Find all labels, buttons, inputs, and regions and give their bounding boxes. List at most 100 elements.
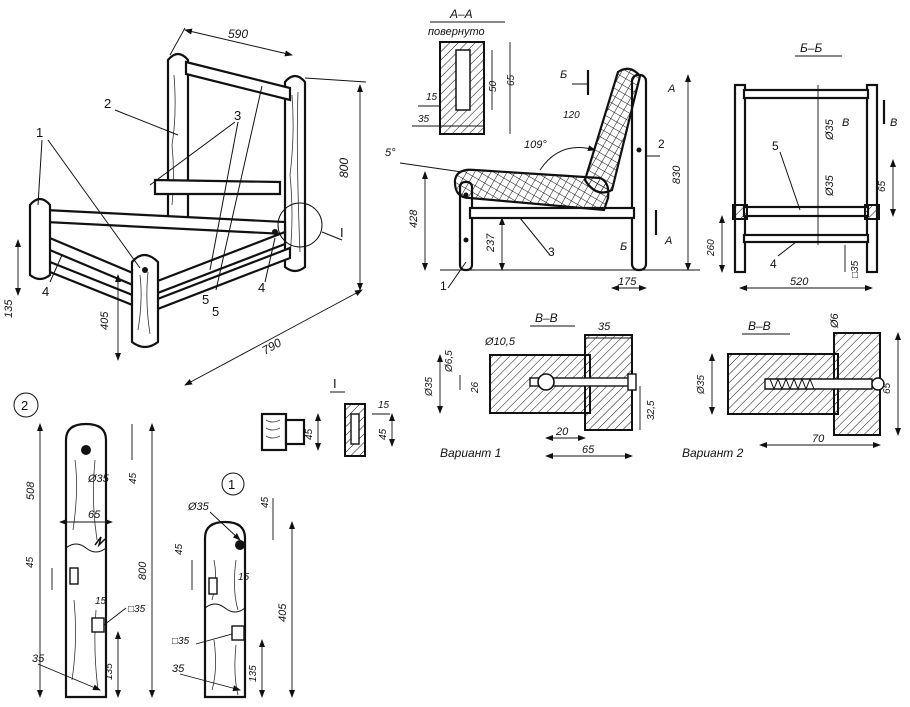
aa-dim-50: 50 (488, 80, 499, 92)
detail-i-circle (277, 202, 323, 248)
bb-dim-260: 260 (706, 239, 717, 257)
callout-5-front: 5 (202, 292, 209, 307)
v1-dim-d35: Ø35 (424, 377, 435, 397)
callout-5-lower: 5 (212, 304, 219, 319)
p2-dim-15: 15 (95, 596, 107, 607)
v1-dim-32-5: 32,5 (646, 400, 657, 420)
callout-2: 2 (104, 96, 111, 111)
side-view: Б Б A A 2 3 1 120 109° 5° 428 237 830 17… (385, 67, 700, 293)
v1-dim-35: 35 (598, 321, 611, 333)
detail-i-dim-15: 15 (378, 400, 390, 411)
part-1-mark: 1 (228, 477, 235, 492)
variant-1: В–В Ø10,5 35 Ø35 Ø6,5 26 32,5 20 65 Вари… (424, 311, 657, 460)
aa-dim-15: 15 (426, 92, 438, 103)
section-bb: Б–Б Ø35 Ø35 5 4 В В 65 260 □35 520 (706, 41, 897, 291)
side-part-3: 3 (548, 245, 555, 259)
side-dim-109deg: 109° (524, 139, 547, 151)
v1-dim-d6-5: Ø6,5 (444, 350, 455, 373)
side-dim-175: 175 (618, 276, 637, 288)
part-2-mark-circle (13, 392, 39, 418)
p1-dim-45: 45 (260, 496, 271, 508)
aa-dim-35: 35 (418, 114, 430, 125)
detail-i: 45 I 15 45 (260, 376, 395, 457)
dim-405: 405 (99, 311, 111, 330)
section-aa-subtitle: повернуто (428, 26, 485, 38)
p2-dim-sq35: □35 (128, 604, 146, 615)
callout-3: 3 (234, 108, 241, 123)
bb-top-rail (742, 88, 870, 100)
front-post-left (28, 197, 52, 281)
section-aa-title: A–A (449, 7, 473, 21)
isometric-view: I 1 2 3 4 5 4 5 590 800 790 405 135 (3, 27, 367, 386)
p2-dim-135: 135 (104, 663, 115, 680)
side-part-2: 2 (658, 137, 665, 151)
back-cushion (583, 67, 642, 194)
v1-caption: Вариант 1 (440, 446, 501, 460)
top-rail (184, 60, 292, 102)
back-post-right (283, 74, 307, 273)
v2-dim-70: 70 (812, 433, 825, 445)
section-bb-title: Б–Б (800, 41, 822, 55)
bb-label-v: В (842, 117, 849, 129)
back-rail (153, 178, 282, 196)
side-dim-830: 830 (671, 165, 683, 184)
callout-4-left: 4 (42, 284, 49, 299)
dim-590: 590 (228, 27, 248, 41)
v1-dim-65: 65 (582, 444, 595, 456)
p2-dim-45: 45 (128, 472, 139, 484)
part-1-drawing: 1 Ø35 45 45 15 405 □35 35 135 (172, 472, 295, 699)
detail-i-dim-45b: 45 (378, 428, 389, 440)
p1-dim-405: 405 (277, 603, 289, 622)
bb-dim-d35-top: Ø35 (824, 118, 836, 141)
side-label-a: A (667, 83, 675, 95)
v1-dim-d10-5: Ø10,5 (484, 336, 516, 348)
side-part-1: 1 (440, 279, 447, 293)
side-rail (468, 206, 636, 220)
p1-dim-15: 15 (238, 572, 250, 583)
v2-dim-d35: Ø35 (696, 375, 707, 395)
part-2-post (64, 422, 108, 699)
bb-low-rail (742, 233, 870, 244)
side-dim-237: 237 (485, 233, 497, 253)
v2-dim-65: 65 (882, 382, 893, 394)
side-label-b: Б (560, 69, 567, 81)
v2-title: В–В (748, 319, 771, 333)
p2-dim-65: 65 (88, 509, 101, 521)
detail-mark-i: I (340, 225, 344, 240)
part-2-mark: 2 (21, 398, 28, 413)
bb-dim-d35-seat: Ø35 (824, 174, 836, 197)
bb-dim-sq35: □35 (850, 260, 861, 278)
p2-dim-800: 800 (137, 561, 149, 580)
bb-seat-rail (742, 205, 870, 218)
p1-dim-35: 35 (172, 663, 185, 675)
p1-dim-135: 135 (248, 665, 259, 682)
dim-800: 800 (337, 158, 351, 178)
part-1-mark-circle (221, 472, 245, 496)
detail-i-dim-45a: 45 (304, 428, 315, 440)
side-dim-428: 428 (408, 209, 420, 228)
side-dim-5deg: 5° (385, 147, 396, 159)
side-dim-120: 120 (563, 110, 580, 121)
side-label-b2: Б (620, 241, 627, 253)
v2-caption: Вариант 2 (682, 446, 744, 460)
detail-i-mark: I (333, 376, 337, 391)
back-post-left (166, 52, 190, 226)
p2-dim-508: 508 (25, 481, 37, 500)
p2-dim-35: 35 (32, 653, 45, 665)
callout-4-right: 4 (258, 280, 265, 295)
bb-part-4: 4 (770, 257, 777, 271)
p1-dim-sq35: □35 (172, 636, 190, 647)
section-aa: A–A повернуто 50 65 15 35 (412, 7, 517, 135)
callout-1: 1 (36, 125, 43, 140)
bb-label-v2: В (890, 117, 897, 129)
front-post-right (130, 253, 160, 349)
part-2-drawing: 2 508 800 Ø35 45 65 45 15 □35 35 135 (13, 392, 155, 699)
side-label-a2: A (664, 235, 672, 247)
bb-post-left (733, 83, 747, 274)
p1-dim-d35: Ø35 (187, 501, 210, 513)
v1-dim-20: 20 (555, 426, 569, 438)
v1-dim-26: 26 (470, 381, 481, 394)
bb-dim-65: 65 (877, 180, 888, 192)
aa-dim-65: 65 (506, 74, 517, 86)
